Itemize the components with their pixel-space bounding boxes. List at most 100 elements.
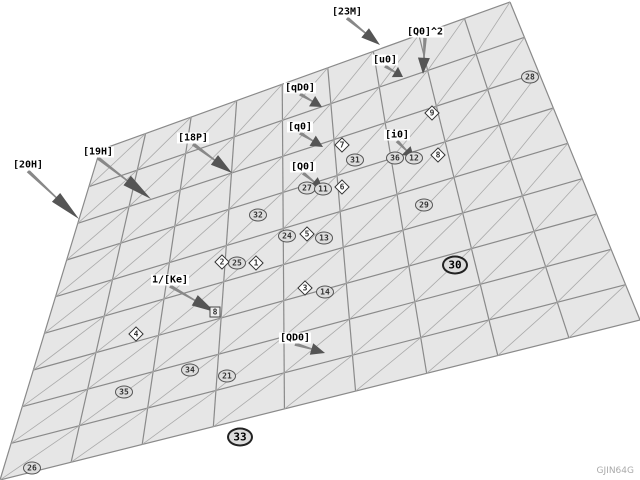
node-label[interactable]: 1/[Ke]: [150, 274, 190, 286]
grid-line: [10, 284, 626, 444]
grid-diagonal: [349, 265, 410, 320]
grid-diagonal: [444, 89, 488, 143]
arrow-head-icon: [191, 295, 215, 312]
diamond-node[interactable]: 7: [337, 140, 348, 151]
grid-diagonal: [128, 153, 186, 207]
grid-diagonal: [426, 319, 490, 374]
grid-diagonal: [522, 143, 569, 197]
grid-diagonal: [427, 18, 465, 71]
circle-node[interactable]: 25: [228, 256, 246, 270]
grid-diagonal: [112, 225, 176, 280]
diamond-node[interactable]: 3: [300, 283, 311, 294]
node-number: 14: [320, 287, 330, 297]
grid-diagonal: [283, 247, 344, 301]
node-number: 3: [302, 283, 308, 293]
circle-node[interactable]: 21: [218, 369, 236, 383]
grid-diagonal: [283, 283, 347, 338]
grid-line: [77, 72, 540, 224]
circle-node[interactable]: 34: [181, 363, 199, 377]
grid-diagonal: [213, 372, 285, 427]
node-label[interactable]: [20H]: [11, 159, 45, 171]
circle-node[interactable]: 11: [314, 182, 332, 196]
grid-diagonal: [174, 172, 232, 227]
grid-diagonal: [137, 116, 192, 171]
circle-node[interactable]: 14: [316, 285, 334, 299]
grid-diagonal: [471, 195, 523, 249]
node-label[interactable]: [Q0]: [289, 161, 317, 173]
node-label[interactable]: [18P]: [176, 132, 210, 144]
circle-node[interactable]: 31: [346, 153, 364, 167]
grid-diagonal: [33, 315, 105, 371]
node-number: 28: [525, 72, 535, 82]
node-label[interactable]: [19H]: [81, 146, 115, 158]
circle-node[interactable]: 29: [415, 198, 433, 212]
circle-node[interactable]: 36: [386, 151, 404, 165]
node-label[interactable]: [u0]: [371, 54, 399, 66]
grid-diagonal: [218, 300, 284, 355]
circle-node[interactable]: 35: [115, 385, 133, 399]
grid-diagonal: [66, 206, 130, 261]
diamond-node[interactable]: 2: [217, 257, 228, 268]
circle-node[interactable]: 26: [23, 461, 41, 475]
grid-diagonal: [408, 212, 463, 267]
node-number: 32: [253, 210, 263, 220]
arrow-head-icon: [361, 28, 380, 45]
grid-diagonal: [330, 51, 374, 104]
diamond-node[interactable]: 8: [433, 150, 444, 161]
grid-diagonal: [228, 156, 283, 210]
node-number: 4: [133, 329, 139, 339]
node-number: 34: [185, 365, 195, 375]
grid-diagonal: [284, 354, 353, 410]
grid-diagonal: [220, 264, 284, 319]
grid-diagonal: [79, 371, 154, 427]
circle-node[interactable]: 24: [278, 229, 296, 243]
grid-diagonal: [436, 53, 477, 107]
circle-node[interactable]: 12: [405, 151, 423, 165]
grid-diagonal: [453, 124, 500, 178]
grid-diagonal: [487, 37, 525, 90]
grid-diagonal: [158, 281, 224, 336]
node-label[interactable]: [qD0]: [283, 82, 317, 94]
grid-diagonal: [95, 298, 165, 353]
square-node[interactable]: 8: [209, 306, 221, 318]
node-label[interactable]: [i0]: [383, 129, 411, 141]
node-label[interactable]: [Q0]^2: [405, 26, 445, 38]
node-label[interactable]: [QD0]: [278, 332, 312, 344]
grid-line: [372, 51, 428, 374]
diamond-node[interactable]: 4: [131, 329, 142, 340]
grid-diagonal: [339, 158, 392, 212]
grid-diagonal: [378, 34, 420, 88]
grid-diagonal: [352, 301, 416, 356]
node-number: 30: [448, 258, 462, 272]
grid-diagonal: [233, 83, 283, 138]
circle-node[interactable]: 32: [249, 208, 267, 222]
node-number: 25: [232, 258, 242, 268]
node-number: 12: [409, 153, 419, 163]
watermark: GJIN64G: [596, 466, 634, 476]
circle-node[interactable]: 30: [442, 255, 468, 275]
diamond-node[interactable]: 6: [337, 182, 348, 193]
node-label[interactable]: [23M]: [330, 6, 364, 18]
grid-diagonal: [169, 209, 230, 263]
node-number: 11: [318, 184, 328, 194]
grid-diagonal: [355, 337, 421, 392]
node-label[interactable]: [q0]: [286, 121, 314, 133]
circle-node[interactable]: 13: [315, 231, 333, 245]
diamond-node[interactable]: 9: [427, 108, 438, 119]
arrow-head-icon: [309, 343, 325, 355]
circle-node[interactable]: 33: [227, 427, 253, 447]
grid-diagonal: [346, 229, 404, 284]
grid-line: [463, 18, 570, 338]
node-number: 13: [319, 233, 329, 243]
grid-diagonal: [147, 353, 219, 409]
diamond-node[interactable]: 1: [251, 258, 262, 269]
grid-line: [327, 67, 357, 392]
diamond-node[interactable]: 5: [302, 229, 313, 240]
grid-diagonal: [223, 228, 284, 283]
grid-diagonal: [336, 122, 386, 176]
grid-diagonal: [88, 133, 146, 187]
circle-node[interactable]: 28: [521, 70, 539, 84]
node-number: 33: [233, 430, 247, 444]
grid-line: [22, 248, 612, 408]
